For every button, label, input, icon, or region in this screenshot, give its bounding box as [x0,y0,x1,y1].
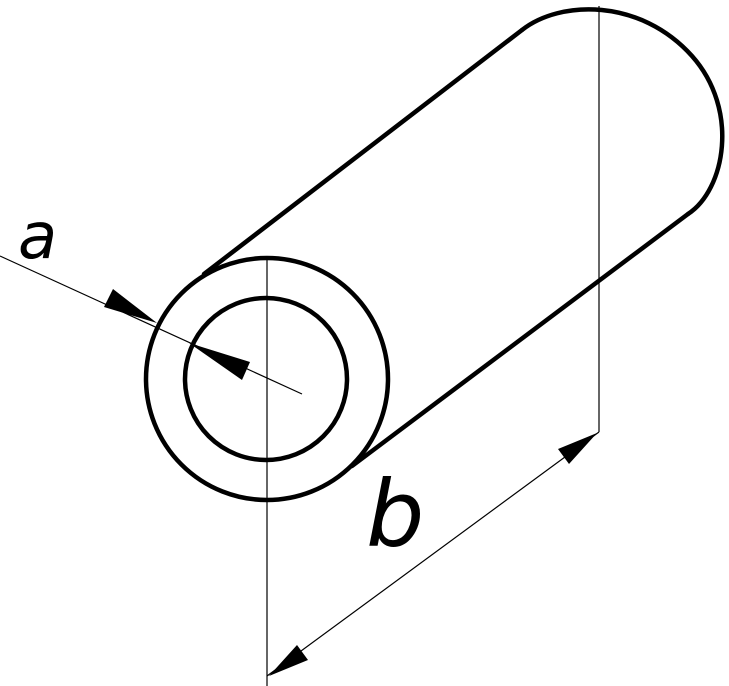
dimension-a-arrow-inner [189,343,250,380]
dimension-b-arrow-near [269,645,308,676]
dimension-b: b [266,431,600,677]
dimension-b-line [266,431,600,677]
dimension-b-arrow-far [558,433,597,464]
dimension-b-label: b [366,461,424,568]
tube-top-edge [201,27,525,277]
tube-body [143,7,725,503]
dimension-a-arrow-outer [104,289,157,323]
tube-bottom-edge [349,211,691,469]
dimension-a: a [18,200,250,380]
wall-leader-line [0,255,303,395]
dimension-a-label: a [18,200,57,274]
tube-far-end-arc [519,7,725,217]
tube-inner-circle [182,295,350,463]
construction-lines [0,6,600,686]
